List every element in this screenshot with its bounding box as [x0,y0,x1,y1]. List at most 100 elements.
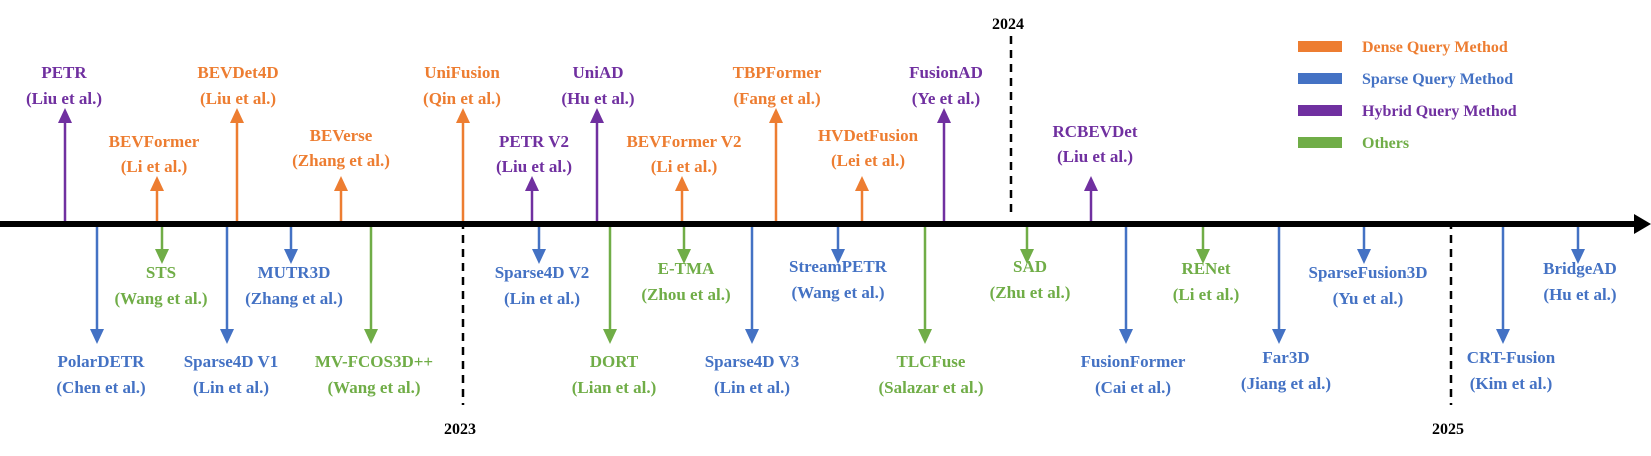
arrow-head-mv-fcos3d [364,329,378,344]
method-authors-far3d: (Jiang et al.) [1241,374,1331,393]
legend-label-others: Others [1362,135,1409,152]
method-unifusion: UniFusion (Qin et al.) [423,63,501,221]
arrow-head-rcbevdet [1084,176,1098,191]
method-authors-sad: (Zhu et al.) [990,283,1071,302]
method-authors-bevdet4d: (Liu et al.) [200,89,276,108]
method-mutr3d: MUTR3D (Zhang et al.) [245,227,343,308]
method-sparse4d-v3: Sparse4D V3(Lin et al.) [705,227,800,397]
method-authors-mv-fcos3d: (Wang et al.) [327,378,420,397]
method-authors-beverse: (Zhang et al.) [292,151,390,170]
method-name-sad: SAD [1013,257,1047,276]
method-name-petr-v2: PETR V2 [499,132,569,151]
method-name-bevformer: BEVFormer [109,132,200,151]
arrow-head-e-tma [677,249,691,264]
timeline-arrowhead [1634,214,1651,234]
method-rcbevdet: RCBEVDet (Liu et al.) [1053,122,1138,221]
method-authors-fusionformer: (Cai et al.) [1095,378,1171,397]
method-sts: STS (Wang et al.) [114,227,208,308]
method-authors-petr-v2: (Liu et al.) [496,157,572,176]
method-authors-petr: (Liu et al.) [26,89,102,108]
method-sparse4d-v1: Sparse4D V1 (Lin et al.) [184,227,279,397]
method-name-unifusion: UniFusion [424,63,500,82]
method-sparsefusion3d: SparseFusion3D(Yu et al.) [1308,227,1428,308]
arrow-head-sparse4d-v1 [220,329,234,344]
method-tbpformer: TBPFormer(Fang et al.) [733,63,822,221]
arrow-head-petr-v2 [525,176,539,191]
method-name-sparse4d-v2: Sparse4D V2 [495,263,590,282]
method-name-crt-fusion: CRT-Fusion [1467,348,1556,367]
method-name-renet: RENet [1181,259,1230,278]
method-authors-polardetr: (Chen et al.) [56,378,145,397]
arrow-head-sts [155,249,169,264]
method-name-rcbevdet: RCBEVDet [1053,122,1138,141]
year-label-2023: 2023 [444,421,476,438]
method-sparse4d-v2: Sparse4D V2(Lin et al.) [495,227,590,308]
method-name-polardetr: PolarDETR [58,352,146,371]
method-hvdetfusion: HVDetFusion (Lei et al.) [818,126,919,221]
legend-entry-dense-query-method: Dense Query Method [1298,39,1508,56]
method-name-fusionad: FusionAD [909,63,983,82]
arrow-head-crt-fusion [1496,329,1510,344]
method-streampetr: StreamPETR(Wang et al.) [789,227,888,302]
method-authors-rcbevdet: (Liu et al.) [1057,147,1133,166]
method-authors-hvdetfusion: (Lei et al.) [831,151,905,170]
arrow-head-bevformer [150,176,164,191]
method-name-sparse4d-v3: Sparse4D V3 [705,352,800,371]
method-name-hvdetfusion: HVDetFusion [818,126,919,145]
method-authors-dort: (Lian et al.) [572,378,657,397]
method-uniad: UniAD (Hu et al.) [561,63,635,221]
method-petr: PETR(Liu et al.) [26,63,102,221]
arrow-head-bevformer-v2 [675,176,689,191]
method-name-sparse4d-v1: Sparse4D V1 [184,352,279,371]
method-polardetr: PolarDETR (Chen et al.) [56,227,146,397]
method-authors-uniad: (Hu et al.) [561,89,634,108]
method-bevformer-v2: BEVFormer V2(Li et al.) [626,132,742,221]
legend-swatch-others [1298,137,1342,148]
method-far3d: Far3D (Jiang et al.) [1241,227,1331,393]
year-label-2025: 2025 [1432,421,1464,438]
method-authors-unifusion: (Qin et al.) [423,89,501,108]
method-bevdet4d: BEVDet4D (Liu et al.) [197,63,279,221]
method-dort: DORT (Lian et al.) [572,227,657,397]
method-name-mutr3d: MUTR3D [258,263,331,282]
method-e-tma: E-TMA (Zhou et al.) [641,227,731,304]
arrow-head-petr [58,108,72,123]
method-crt-fusion: CRT-Fusion(Kim et al.) [1467,227,1556,393]
method-name-e-tma: E-TMA [658,259,715,278]
arrow-head-unifusion [456,108,470,123]
arrow-head-beverse [334,176,348,191]
legend-label-sparse: Sparse Query Method [1362,71,1513,88]
method-name-fusionformer: FusionFormer [1081,352,1186,371]
arrow-head-bridgead [1571,249,1585,264]
method-authors-e-tma: (Zhou et al.) [641,285,730,304]
arrow-head-mutr3d [284,249,298,264]
method-petr-v2: PETR V2 (Liu et al.) [496,132,572,221]
method-authors-bridgead: (Hu et al.) [1543,285,1616,304]
method-name-far3d: Far3D [1262,348,1309,367]
method-authors-sparse4d-v1: (Lin et al.) [193,378,269,397]
method-name-mv-fcos3d: MV-FCOS3D++ [315,352,433,371]
arrow-head-fusionformer [1119,329,1133,344]
method-authors-bevformer: (Li et al.) [121,157,188,176]
method-bevformer: BEVFormer (Li et al.) [109,132,200,221]
method-authors-sts: (Wang et al.) [114,289,207,308]
method-name-dort: DORT [590,352,639,371]
method-authors-mutr3d: (Zhang et al.) [245,289,343,308]
method-name-uniad: UniAD [572,63,623,82]
legend-swatch-dense [1298,41,1342,52]
method-name-sts: STS [146,263,176,282]
arrow-head-streampetr [831,249,845,264]
method-beverse: BEVerse(Zhang et al.) [292,126,390,221]
method-name-bridgead: BridgeAD [1543,259,1617,278]
method-items: PETR(Liu et al.) PolarDETR (Chen et al.) BE… [26,63,1617,397]
arrow-head-bevdet4d [230,108,244,123]
method-authors-sparsefusion3d: (Yu et al.) [1333,289,1404,308]
arrow-head-sparse4d-v3 [745,329,759,344]
method-authors-streampetr: (Wang et al.) [791,283,884,302]
method-authors-bevformer-v2: (Li et al.) [651,157,718,176]
method-name-bevdet4d: BEVDet4D [197,63,278,82]
method-tlcfuse: TLCFuse(Salazar et al.) [879,227,983,397]
